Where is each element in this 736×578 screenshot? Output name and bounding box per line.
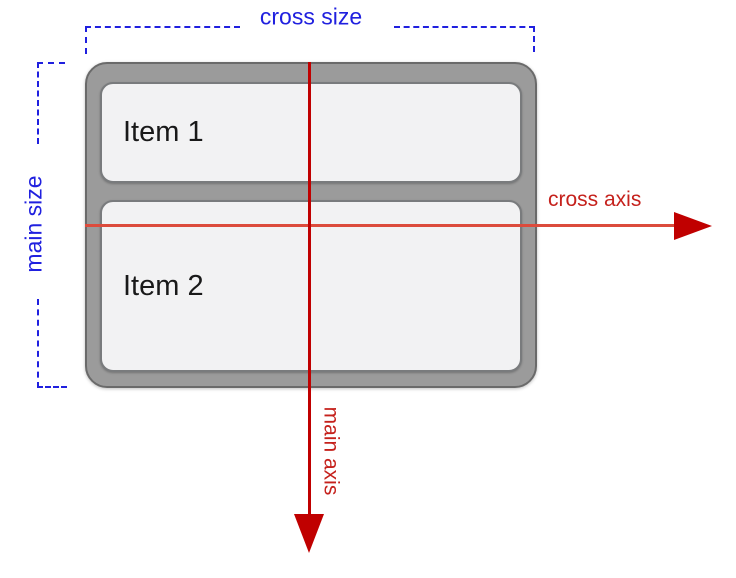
main-axis-line [308,62,311,515]
cross-size-label: cross size [259,3,363,30]
flex-item-1: Item 1 [100,82,522,183]
main-axis-arrow-icon [294,514,324,553]
cross-axis-arrow-icon [674,212,712,240]
flex-item-2-label: Item 2 [123,269,204,302]
cross-size-bracket-left [85,26,240,54]
cross-axis-line [85,224,675,227]
main-size-label: main size [20,175,47,273]
flex-item-1-label: Item 1 [123,116,204,148]
cross-axis-label: cross axis [548,188,642,211]
main-size-bracket-bottom [37,299,67,388]
main-axis-label: main axis [319,406,343,496]
flex-item-2: Item 2 [100,200,522,372]
main-size-bracket-top [37,62,65,144]
cross-size-bracket-right [394,26,535,52]
